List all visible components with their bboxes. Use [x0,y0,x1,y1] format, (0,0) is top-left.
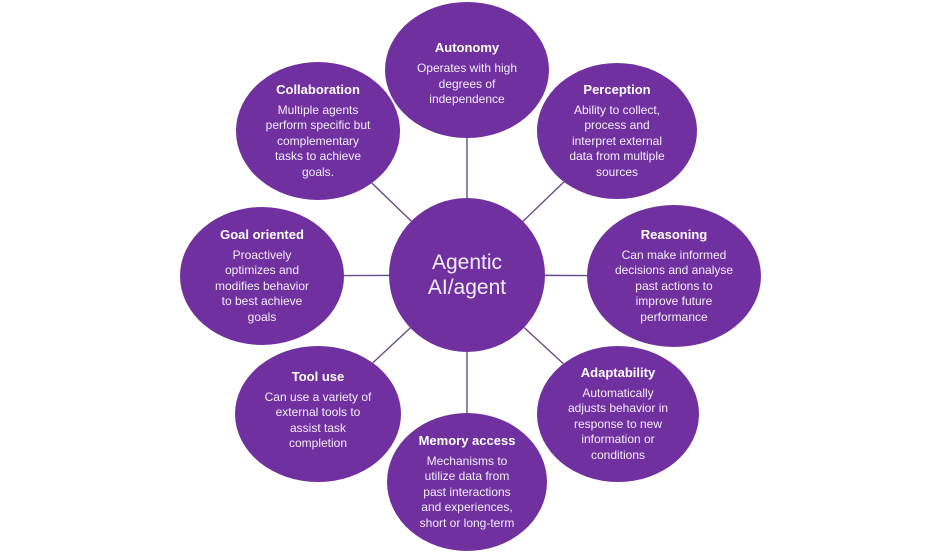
node-circle-autonomy [385,2,549,138]
connector-tool-use [372,327,411,364]
connector-adaptability [523,326,564,365]
node-circle-adaptability [537,346,699,482]
node-circle-tool-use [235,346,401,482]
hub-label: Agentic AI/agent [427,251,507,299]
node-circle-memory-access [387,413,547,551]
connectors [343,138,588,413]
connector-collaboration [371,182,412,222]
hub-circle [389,198,545,352]
node-circle-reasoning [587,205,761,347]
circles [180,2,761,551]
node-circle-collaboration [236,62,400,200]
node-circle-perception [537,63,697,199]
connector-perception [522,181,565,222]
node-circle-goal-oriented [180,207,344,345]
